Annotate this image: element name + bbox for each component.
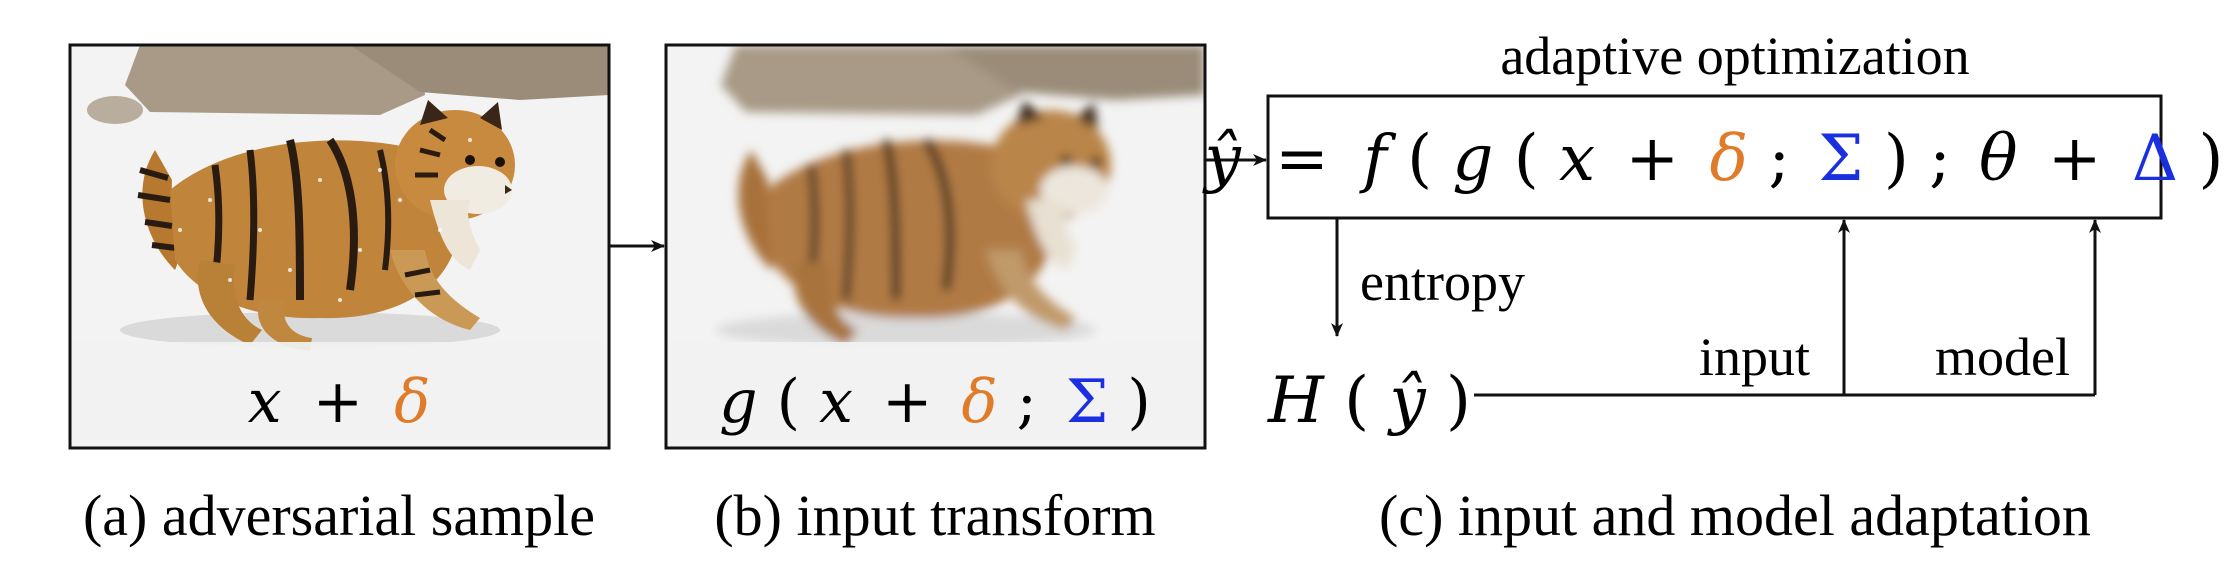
model-label: model	[1935, 327, 2070, 387]
image-frame-b	[664, 43, 1207, 450]
box-title: adaptive optimization	[1500, 26, 1969, 86]
optimization-box	[1266, 94, 2163, 220]
entropy-term: H ( ŷ )	[1267, 364, 1471, 438]
tiger-image-transformed	[666, 45, 1205, 448]
formula-b: g ( x + δ ; Σ )	[719, 367, 1151, 437]
caption-b: (b) input transform	[714, 483, 1155, 548]
panel-b: g ( x + δ ; Σ )	[664, 43, 1207, 450]
objective-formula: ŷ = f ( g ( x + δ ; Σ ) ; θ + Δ )	[1202, 122, 2224, 196]
panel-c: adaptive optimization ŷ = f ( g ( x + δ …	[1202, 26, 2224, 438]
tiger-image-adversarial	[70, 45, 609, 448]
formula-a: x + δ	[248, 367, 430, 437]
caption-a: (a) adversarial sample	[83, 483, 595, 548]
panel-a: x + δ	[68, 43, 611, 450]
input-label: input	[1699, 327, 1810, 387]
caption-c: (c) input and model adaptation	[1379, 483, 2091, 548]
entropy-label: entropy	[1360, 252, 1525, 312]
